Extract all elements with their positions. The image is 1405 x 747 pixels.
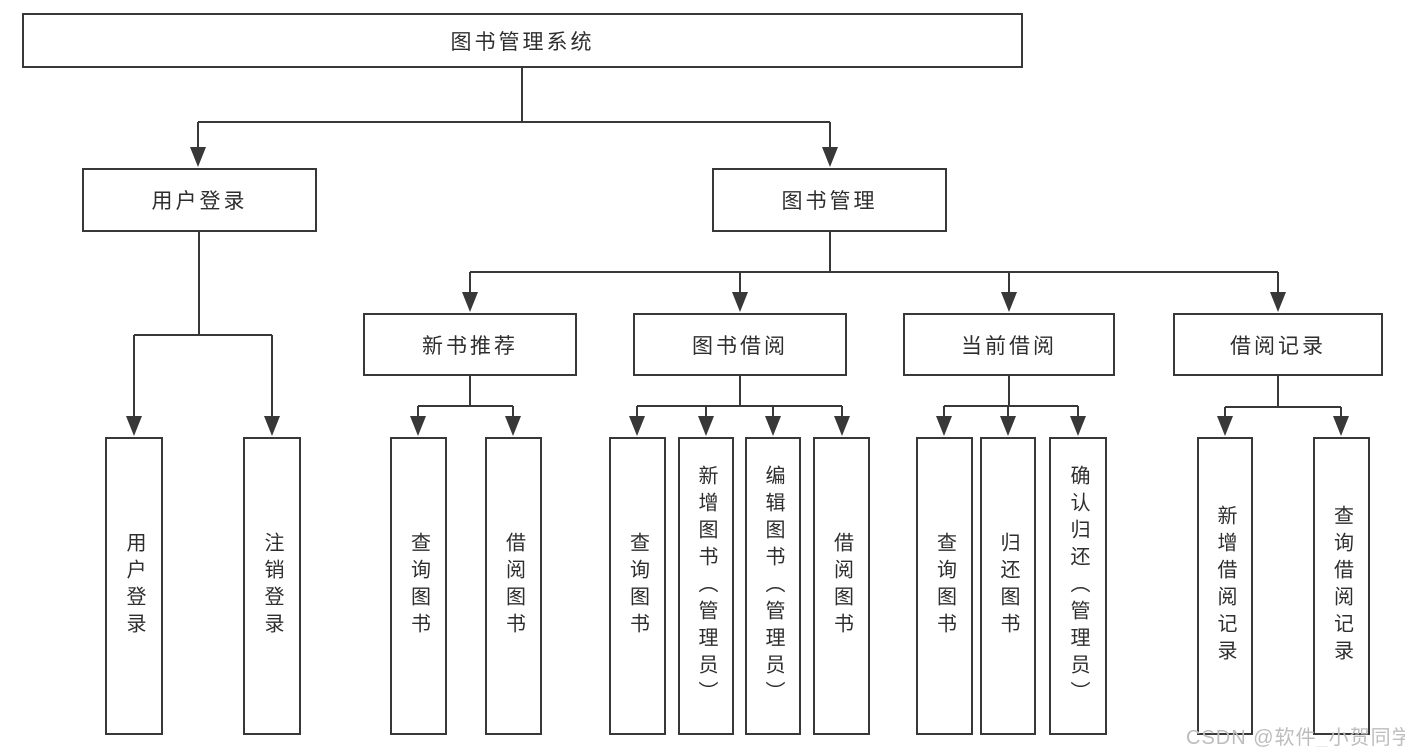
node-label: 借阅图书 <box>830 532 853 640</box>
node-label: 确认归还（管理员） <box>1067 464 1089 708</box>
leaf-search-books-newbooks: 查询图书 <box>390 437 447 735</box>
node-label: 新书推荐 <box>422 334 518 358</box>
leaf-confirm-return-admin: 确认归还（管理员） <box>1049 437 1107 735</box>
node-label: 查询图书 <box>407 532 430 640</box>
node-user-login: 用户登录 <box>82 168 317 232</box>
node-label: 图书借阅 <box>692 334 788 358</box>
leaf-add-books-admin: 新增图书（管理员） <box>678 437 734 735</box>
node-label: 图书管理 <box>781 190 878 213</box>
leaf-return-books: 归还图书 <box>980 437 1036 735</box>
node-label: 新增图书（管理员） <box>695 464 717 708</box>
node-book-borrowing: 图书借阅 <box>633 313 847 376</box>
node-new-book-recommend: 新书推荐 <box>363 313 577 376</box>
node-label: 新增借阅记录 <box>1214 505 1236 667</box>
node-label: 借阅图书 <box>502 532 525 640</box>
node-label: 归还图书 <box>997 532 1019 640</box>
node-book-management: 图书管理 <box>712 168 947 232</box>
node-borrowing-records: 借阅记录 <box>1173 313 1383 376</box>
leaf-user-login: 用户登录 <box>105 437 163 735</box>
node-current-borrowing: 当前借阅 <box>903 313 1115 376</box>
node-root-library-system: 图书管理系统 <box>22 13 1023 68</box>
csdn-watermark: CSDN @软件_小贺同学 <box>1186 727 1405 747</box>
leaf-borrow-books-newbooks: 借阅图书 <box>485 437 542 735</box>
leaf-search-borrow-record: 查询借阅记录 <box>1313 437 1370 735</box>
node-label: 用户登录 <box>151 190 248 213</box>
node-label: 当前借阅 <box>961 334 1057 358</box>
leaf-borrow-books-borrowing: 借阅图书 <box>813 437 870 735</box>
leaf-search-books-borrowing: 查询图书 <box>609 437 666 735</box>
node-label: 编辑图书（管理员） <box>762 464 784 708</box>
leaf-add-borrow-record: 新增借阅记录 <box>1197 437 1253 735</box>
node-label: 查询借阅记录 <box>1330 505 1353 667</box>
node-label: 注销登录 <box>261 532 283 640</box>
node-label: 查询图书 <box>933 532 956 640</box>
node-label: 查询图书 <box>626 532 649 640</box>
leaf-edit-books-admin: 编辑图书（管理员） <box>745 437 801 735</box>
node-label: 借阅记录 <box>1230 334 1326 358</box>
arrowheads <box>126 147 1349 436</box>
leaf-search-books-current: 查询图书 <box>916 437 973 735</box>
node-label: 图书管理系统 <box>450 30 595 54</box>
node-label: 用户登录 <box>123 532 145 640</box>
leaf-logout: 注销登录 <box>243 437 301 735</box>
